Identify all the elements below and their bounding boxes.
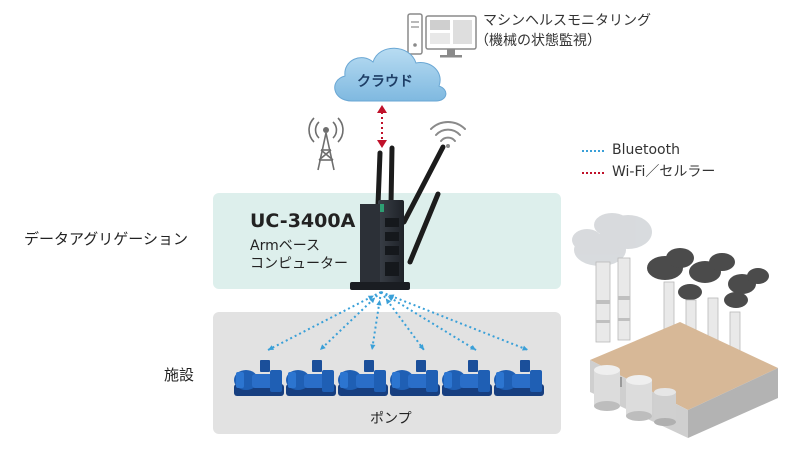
bluetooth-arrowhead	[268, 345, 274, 350]
device-model: UC-3400A	[250, 210, 356, 232]
pumps-label: ポンプ	[370, 411, 412, 427]
bluetooth-link	[380, 291, 529, 351]
aggregation-label: データアグリゲーション	[24, 230, 188, 248]
bluetooth-link	[319, 291, 382, 351]
cloud-label: クラウド	[357, 74, 413, 90]
bluetooth-link	[267, 291, 382, 351]
wifi-link	[377, 105, 387, 148]
factory-icon	[572, 213, 778, 438]
device-line2: コンピューター	[250, 256, 348, 272]
bluetooth-arrowhead	[388, 294, 395, 300]
bluetooth-arrowhead	[522, 345, 528, 351]
bluetooth-arrowhead	[367, 295, 374, 301]
bluetooth-arrowhead	[418, 344, 424, 350]
monitor-subtitle: （機械の状態監視）	[475, 33, 601, 49]
bluetooth-arrowhead	[376, 299, 382, 306]
device-icon	[350, 144, 446, 290]
bluetooth-arrowhead	[369, 297, 376, 304]
legend-wifi-label: Wi-Fi／セルラー	[612, 164, 716, 180]
bluetooth-link	[380, 291, 425, 351]
bluetooth-arrowhead	[385, 298, 392, 305]
legend-bluetooth-label: Bluetooth	[612, 142, 680, 158]
pump-icon	[338, 360, 388, 396]
wifi-icon	[430, 120, 466, 148]
bluetooth-arrowhead	[370, 344, 376, 350]
pump-icon	[234, 360, 284, 396]
bluetooth-arrowhead	[470, 344, 476, 350]
pump-icon	[286, 360, 336, 396]
monitor-title: マシンヘルスモニタリング	[483, 13, 651, 29]
monitor-icon	[407, 13, 477, 58]
pump-icon	[442, 360, 492, 396]
pump-icon	[390, 360, 440, 396]
bluetooth-links	[267, 291, 529, 351]
cell-tower-icon	[308, 117, 344, 171]
pumps	[234, 360, 544, 396]
bluetooth-link	[380, 291, 477, 351]
pump-icon	[494, 360, 544, 396]
cloud-icon	[334, 47, 447, 102]
device-line1: Armベース	[250, 238, 321, 254]
facility-label: 施設	[164, 366, 195, 384]
bluetooth-arrowhead	[320, 344, 326, 350]
